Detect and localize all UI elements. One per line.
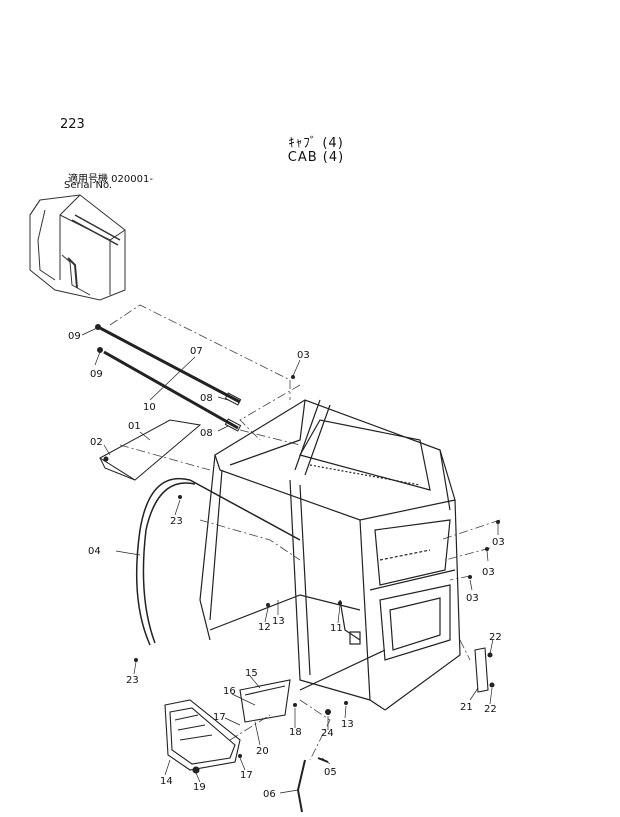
side-bracket — [474, 647, 495, 693]
callout-label: 04 — [88, 546, 101, 557]
title-english: CAB (4) — [287, 150, 345, 165]
callout-label: 02 — [90, 437, 103, 448]
roof-rods — [95, 324, 242, 432]
door-panel — [164, 699, 241, 774]
callout-label: 06 — [263, 789, 276, 800]
door-seal — [135, 477, 301, 646]
callout-label: 10 — [143, 402, 156, 413]
callout-label: 09 — [90, 369, 103, 380]
cab-thumbnail — [29, 194, 126, 301]
callout-label: 22 — [489, 632, 502, 643]
serial-label-english: Serial No. — [64, 180, 113, 191]
callout-label: 24 — [321, 728, 334, 739]
page-number: 223 — [60, 117, 85, 132]
bracket-part — [99, 419, 202, 481]
leader-lines — [81, 327, 499, 794]
callout-label: 13 — [272, 616, 285, 627]
callout-label: 07 — [190, 346, 203, 357]
title-japanese: ｷｬﾌﾞ (4) — [288, 136, 344, 151]
callout-label: 22 — [484, 704, 497, 715]
callout-label: 16 — [223, 686, 236, 697]
cab-frame — [199, 399, 461, 711]
callout-label: 17 — [213, 712, 226, 723]
callout-label: 09 — [68, 331, 81, 342]
callout-label: 12 — [258, 622, 271, 633]
callout-label: 14 — [160, 776, 173, 787]
callout-label: 03 — [466, 593, 479, 604]
callout-label: 03 — [297, 350, 310, 361]
callout-label: 17 — [240, 770, 253, 781]
window-part — [239, 679, 291, 723]
guide-lines — [109, 304, 501, 761]
callout-label: 23 — [170, 516, 183, 527]
callout-label: 08 — [200, 393, 213, 404]
callout-label: 18 — [289, 727, 302, 738]
callout-label: 21 — [460, 702, 473, 713]
callout-label: 03 — [492, 537, 505, 548]
callout-label: 05 — [324, 767, 337, 778]
callout-label: 15 — [245, 668, 258, 679]
callout-label: 11 — [330, 623, 343, 634]
callout-labels: 09 07 09 10 08 01 08 02 03 04 23 03 03 0… — [68, 331, 505, 800]
callout-label: 19 — [193, 782, 206, 793]
callout-label: 20 — [256, 746, 269, 757]
callout-label: 08 — [200, 428, 213, 439]
callout-label: 03 — [482, 567, 495, 578]
bolts — [134, 375, 500, 758]
callout-label: 01 — [128, 421, 141, 432]
callout-label: 13 — [341, 719, 354, 730]
callout-label: 23 — [126, 675, 139, 686]
serial-label-japanese: 適用号機 020001- — [68, 174, 153, 185]
